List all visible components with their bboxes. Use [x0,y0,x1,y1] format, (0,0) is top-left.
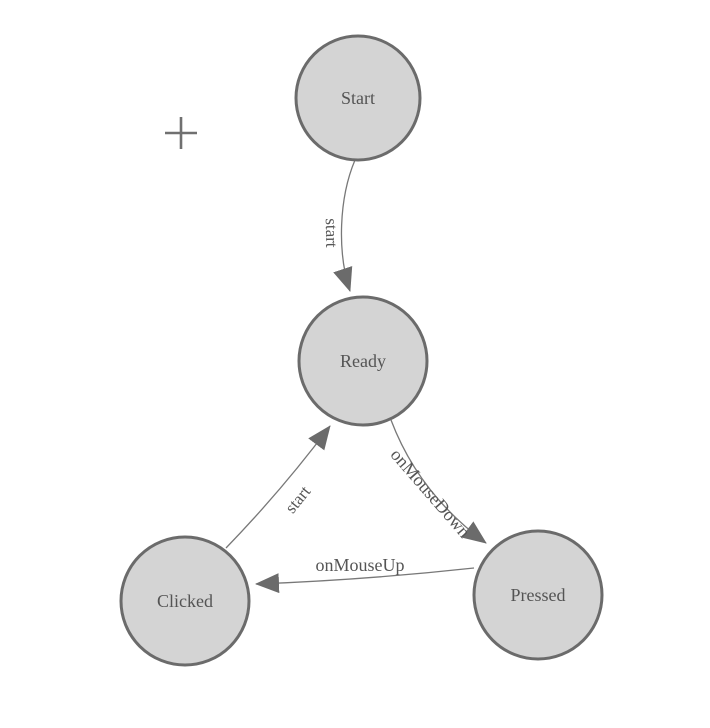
node-clicked-label: Clicked [157,591,213,611]
node-ready-label: Ready [340,351,386,371]
node-clicked-circle[interactable] [119,535,251,667]
node-ready-circle[interactable] [297,295,429,427]
edge-pressed-to-clicked[interactable] [255,567,475,594]
edge-label-ready-to-pressed: onMouseDown [387,445,475,542]
node-pressed-label: Pressed [511,585,566,605]
node-pressed[interactable]: Pressed [472,529,604,661]
edge-ready-to-pressed[interactable] [390,419,487,544]
node-ready[interactable]: Ready [297,295,429,427]
edge-clicked-to-ready[interactable] [225,425,331,549]
node-start-circle[interactable] [294,34,422,162]
crosshair-cursor-icon [165,117,197,149]
node-pressed-circle[interactable] [472,529,604,661]
node-start[interactable]: Start [294,34,422,162]
edge-label-start-to-ready: start [322,218,342,248]
node-start-label: Start [341,88,375,108]
edge-start-to-ready[interactable] [333,159,356,292]
edge-label-clicked-to-ready: start [281,482,314,517]
node-clicked[interactable]: Clicked [119,535,251,667]
edge-label-pressed-to-clicked: onMouseUp [316,555,405,575]
